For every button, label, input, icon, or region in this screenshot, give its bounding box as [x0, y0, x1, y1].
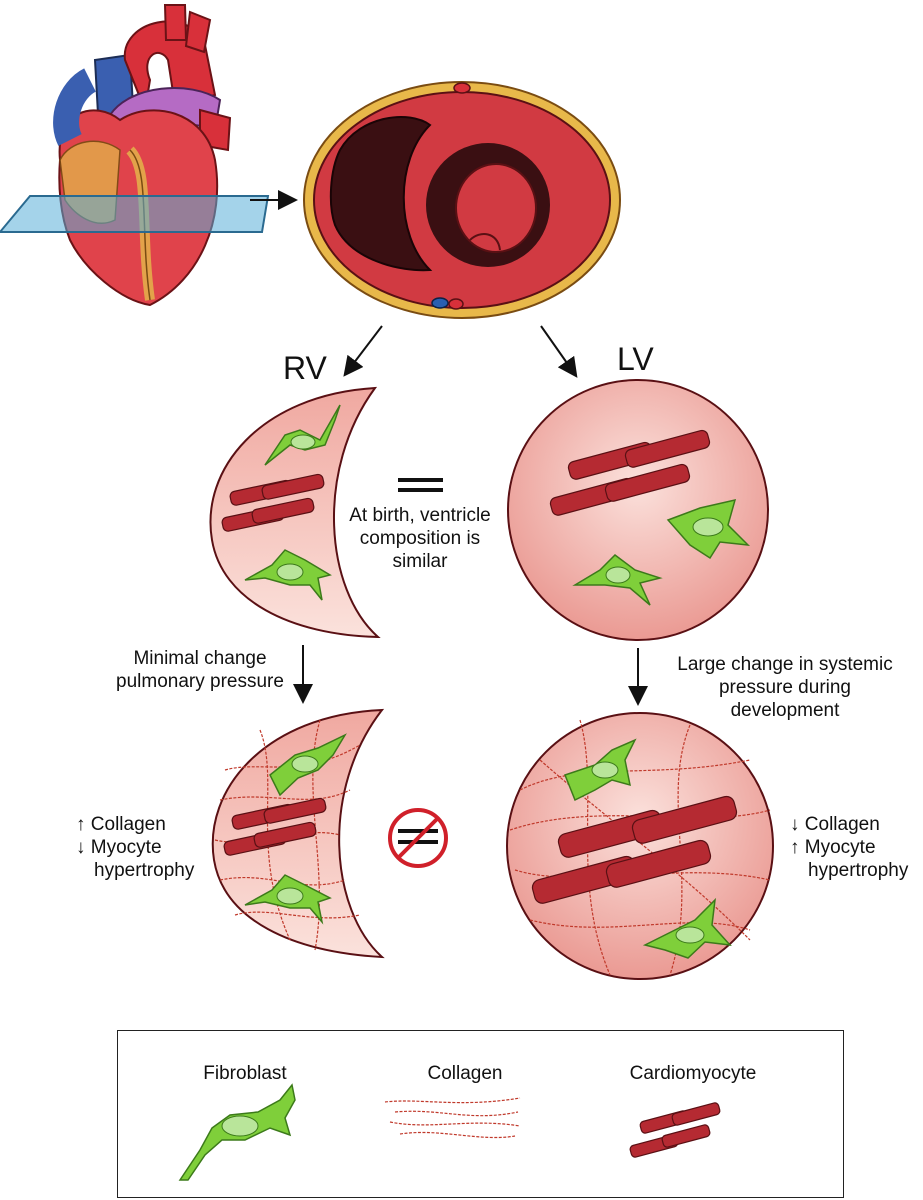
rv-birth-crescent	[209, 386, 381, 639]
birth-note-line: composition is	[359, 528, 481, 550]
legend-fibroblast-icon	[178, 1083, 296, 1181]
rv-label: RV	[283, 350, 327, 386]
heart-illustration	[0, 4, 270, 307]
lv-change-line: development	[730, 700, 840, 722]
legend-collagen-label: Collagen	[427, 1063, 503, 1084]
legend-cardiomyocyte-label: Cardiomyocyte	[629, 1063, 757, 1084]
lv-change-line: pressure during	[718, 677, 852, 699]
arrow-to-lv	[540, 325, 578, 378]
lv-birth-circle	[507, 379, 769, 641]
cross-section	[303, 81, 621, 319]
lv-result-line: hypertrophy	[808, 860, 909, 882]
equals-sign	[398, 478, 443, 492]
lv-label: LV	[617, 341, 654, 377]
rv-result-line: hypertrophy	[94, 860, 195, 882]
lv-result-line: ↑ Myocyte	[790, 837, 876, 859]
lv-result-note: ↓ Collagen ↑ Myocyte hypertrophy	[790, 813, 908, 883]
rv-result-line: ↓ Myocyte	[76, 837, 162, 859]
birth-note: At birth, ventricle composition is simil…	[330, 504, 510, 574]
arrow-to-rv	[343, 325, 383, 377]
birth-note-line: similar	[392, 551, 448, 573]
rv-developed-crescent	[211, 708, 385, 959]
legend-collagen-icon	[384, 1097, 521, 1139]
rv-change-note: Minimal change pulmonary pressure	[100, 647, 300, 693]
rv-change-line: pulmonary pressure	[116, 671, 284, 693]
legend-cardiomyocyte-icon	[629, 1102, 721, 1158]
birth-note-line: At birth, ventricle	[349, 505, 491, 526]
lv-result-line: ↓ Collagen	[790, 814, 880, 835]
lv-developed-circle	[506, 712, 774, 980]
rv-result-note: ↑ Collagen ↓ Myocyte hypertrophy	[76, 813, 194, 883]
lv-change-note: Large change in systemic pressure during…	[655, 653, 915, 723]
not-equal-sign	[388, 808, 448, 868]
rv-result-line: ↑ Collagen	[76, 814, 166, 835]
rv-change-line: Minimal change	[133, 648, 267, 669]
legend-fibroblast-label: Fibroblast	[203, 1063, 287, 1084]
lv-change-line: Large change in systemic	[677, 654, 893, 675]
legend-box	[117, 1030, 844, 1198]
